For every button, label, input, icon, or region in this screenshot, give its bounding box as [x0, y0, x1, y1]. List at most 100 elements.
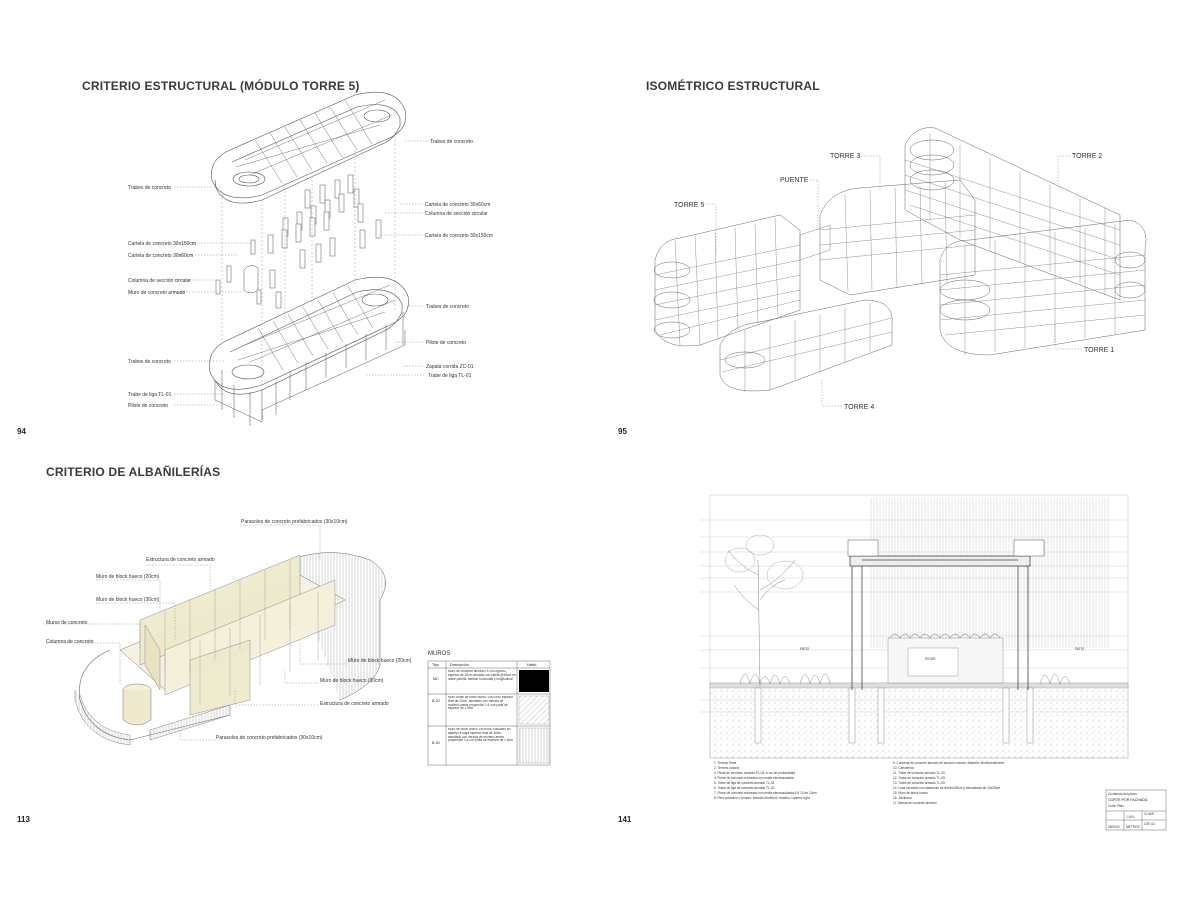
page-title-113: CRITERIO DE ALBAÑILERÍAS — [46, 465, 221, 479]
p94-panels — [215, 174, 382, 309]
label-parasoles-bottom: Parasoles de concreto prefabricados (30x… — [216, 735, 323, 741]
label-l-trabes2: Trabes de concreto — [128, 359, 171, 365]
section-label-estar: ESTAR — [925, 657, 936, 661]
note-9: 9. Columna de concreto armado de sección… — [893, 761, 1005, 765]
torre-1-frame — [939, 219, 1147, 356]
table-header-tipo: Tipo — [432, 663, 439, 667]
table-row3-desc: Muro de block hueco 15x20x40 colocado en… — [448, 728, 513, 743]
note-5: 5. Trabe de liga de concreto armado TL-0… — [714, 781, 775, 785]
muros-table: MUROS Tipo Descripción Hatch MC B-20 B-3… — [427, 651, 551, 766]
label-cartela-30x60: Cartela de concreto 30x60cm — [425, 202, 490, 208]
note-12: 12. Trabe de concreto armado TL-05 — [893, 776, 945, 780]
label-trabe-liga: Trabe de liga TL-01 — [428, 373, 472, 379]
tb-unidad: METROS — [1126, 825, 1140, 829]
note-16: 16. Jardinera — [893, 796, 912, 800]
page-title-94: CRITERIO ESTRUCTURAL (MÓDULO TORRE 5) — [82, 79, 360, 93]
page-number-141: 141 — [618, 815, 632, 824]
label-columna-circular: Columna de sección circular — [425, 211, 488, 217]
page-title-95: ISOMÉTRICO ESTRUCTURAL — [646, 79, 820, 93]
tb-plano-label: Contenido del plano: — [1108, 792, 1137, 796]
torre-3-frame — [819, 179, 976, 296]
tb-plano-value: CORTE POR FACHADA — [1108, 798, 1148, 802]
label-block30-right: Muro de block hueco (30cm) — [320, 678, 384, 684]
page-number-95: 95 — [618, 427, 627, 436]
p94-exploded-axonometric — [209, 91, 409, 426]
p113-labels: Parasoles de concreto prefabricados (30x… — [46, 519, 412, 741]
note-17: 17. Banca de concreto armado — [893, 801, 937, 805]
table-heading: MUROS — [428, 651, 450, 657]
label-trabes-low: Trabes de concreto — [426, 304, 469, 310]
label-muros-concreto: Muros de concreto — [46, 620, 88, 626]
label-torre-3: TORRE 3 — [830, 153, 860, 160]
tb-fecha: 05/2024 — [1108, 825, 1120, 829]
p113-leaders — [46, 524, 346, 741]
label-estructura-top: Estructura de concreto armado — [146, 557, 215, 563]
note-10: 10. Cancelería — [893, 766, 914, 770]
label-torre-5: TORRE 5 — [674, 202, 704, 209]
table-row2-tipo: B-20 — [432, 699, 440, 703]
puente-frame — [799, 224, 831, 261]
label-l-muro: Muro de concreto armado — [128, 290, 185, 296]
note-8: 8. Piso cerámico o terrazo, formato 60x6… — [714, 796, 810, 800]
label-torre-2: TORRE 2 — [1072, 153, 1102, 160]
note-1: 1. Terreno firme — [714, 761, 736, 765]
label-pilote: Pilote de concreto — [426, 340, 466, 346]
p95-tower-labels: TORRE 5 PUENTE TORRE 3 TORRE 2 TORRE 1 T… — [674, 153, 1114, 411]
note-15: 15. Muro de block hueco — [893, 791, 928, 795]
label-puente: PUENTE — [780, 177, 809, 184]
p95-leaders — [703, 155, 1082, 407]
section-label-patio-right: PATIO — [1075, 647, 1085, 651]
hatch-diagonal — [518, 695, 550, 725]
tb-clave: CSF-02 — [1144, 822, 1155, 826]
label-block30-left: Muro de block hueco (30cm) — [96, 597, 160, 603]
label-trabes-top: Trabes de concreto — [430, 139, 473, 145]
table-header-desc: Descripción — [450, 663, 469, 667]
label-l-trabes: Trabes de concreto — [128, 185, 171, 191]
section-label-patio-left: PATIO — [800, 647, 810, 651]
note-2: 2. Terreno natural — [714, 766, 739, 770]
tb-escala: 1:100 — [1126, 815, 1134, 819]
tb-sub: Corte Patio — [1108, 804, 1124, 808]
label-l-trabe-liga: Trabe de liga TL-01 — [128, 392, 172, 398]
note-14: 14. Losa nervada con casetones de 60x40x… — [893, 786, 1000, 790]
note-13: 13. Trabe de concreto armado TL-06 — [893, 781, 945, 785]
p141-section: PATIO ESTAR PATIO — [700, 494, 1129, 759]
p94-labels-left: Trabes de concreto Cartela de concreto 3… — [128, 185, 196, 409]
label-parasoles-top: Parasoles de concreto prefabricados (30x… — [241, 519, 348, 525]
page-number-94: 94 — [17, 427, 26, 436]
table-row1-tipo: MC — [433, 677, 439, 681]
label-torre-4: TORRE 4 — [844, 404, 874, 411]
note-4: 4. Firme de concreto reforzado con malla… — [714, 776, 794, 780]
p94-leaders — [174, 140, 428, 406]
torre-5-frame — [653, 214, 801, 347]
p95-isometric — [653, 127, 1147, 392]
page-number-113: 113 — [17, 815, 30, 824]
table-header-hatch: Hatch — [527, 663, 536, 667]
label-l-columna: Columna de sección circular — [128, 278, 191, 284]
label-block20-right: Muro de block hueco (20cm) — [348, 658, 412, 664]
note-3: 3. Pilote de concreto armado PL-03, a cm… — [714, 771, 795, 775]
label-cartela-30x150: Cartela de concreto 30x150cm — [425, 233, 493, 239]
p141-notes-left: 1. Terreno firme 2. Terreno natural 3. P… — [714, 761, 817, 800]
label-torre-1: TORRE 1 — [1084, 347, 1114, 354]
label-l-pilote: Pilote de concreto — [128, 403, 168, 409]
label-columna-concreto: Columna de concreto — [46, 639, 94, 645]
p141-notes-right: 9. Columna de concreto armado de sección… — [893, 761, 1005, 805]
note-6: 6. Trabe de liga de concreto armado TL-0… — [714, 786, 775, 790]
tb-clave-label: CLAVE — [1144, 812, 1154, 816]
p94-lower-frame — [209, 277, 409, 426]
label-l-cartela150: Cartela de concreto 30x150cm — [128, 241, 196, 247]
note-7: 7. Firme de concreto reforzado con malla… — [714, 791, 817, 795]
table-row2-desc: Muro doble de block hueco 15x20x40 espes… — [448, 696, 514, 711]
label-block20-left: Muro de block hueco (20cm) — [96, 574, 160, 580]
p141-titleblock: Contenido del plano: CORTE POR FACHADA C… — [1105, 789, 1167, 831]
torre-4-frame — [719, 299, 893, 392]
label-l-cartela60: Cartela de concreto 30x60cm — [128, 253, 193, 259]
table-row3-tipo: B-30 — [432, 741, 440, 745]
p94-top-slab — [211, 91, 407, 204]
label-estructura-bottom: Estructura de concreto armado — [320, 701, 389, 707]
p94-labels-right: Trabes de concreto Cartela de concreto 3… — [425, 139, 493, 379]
label-zapata: Zapata corrida ZC-01 — [426, 364, 474, 370]
note-11: 11. Trabe de concreto armado TL-03 — [893, 771, 945, 775]
